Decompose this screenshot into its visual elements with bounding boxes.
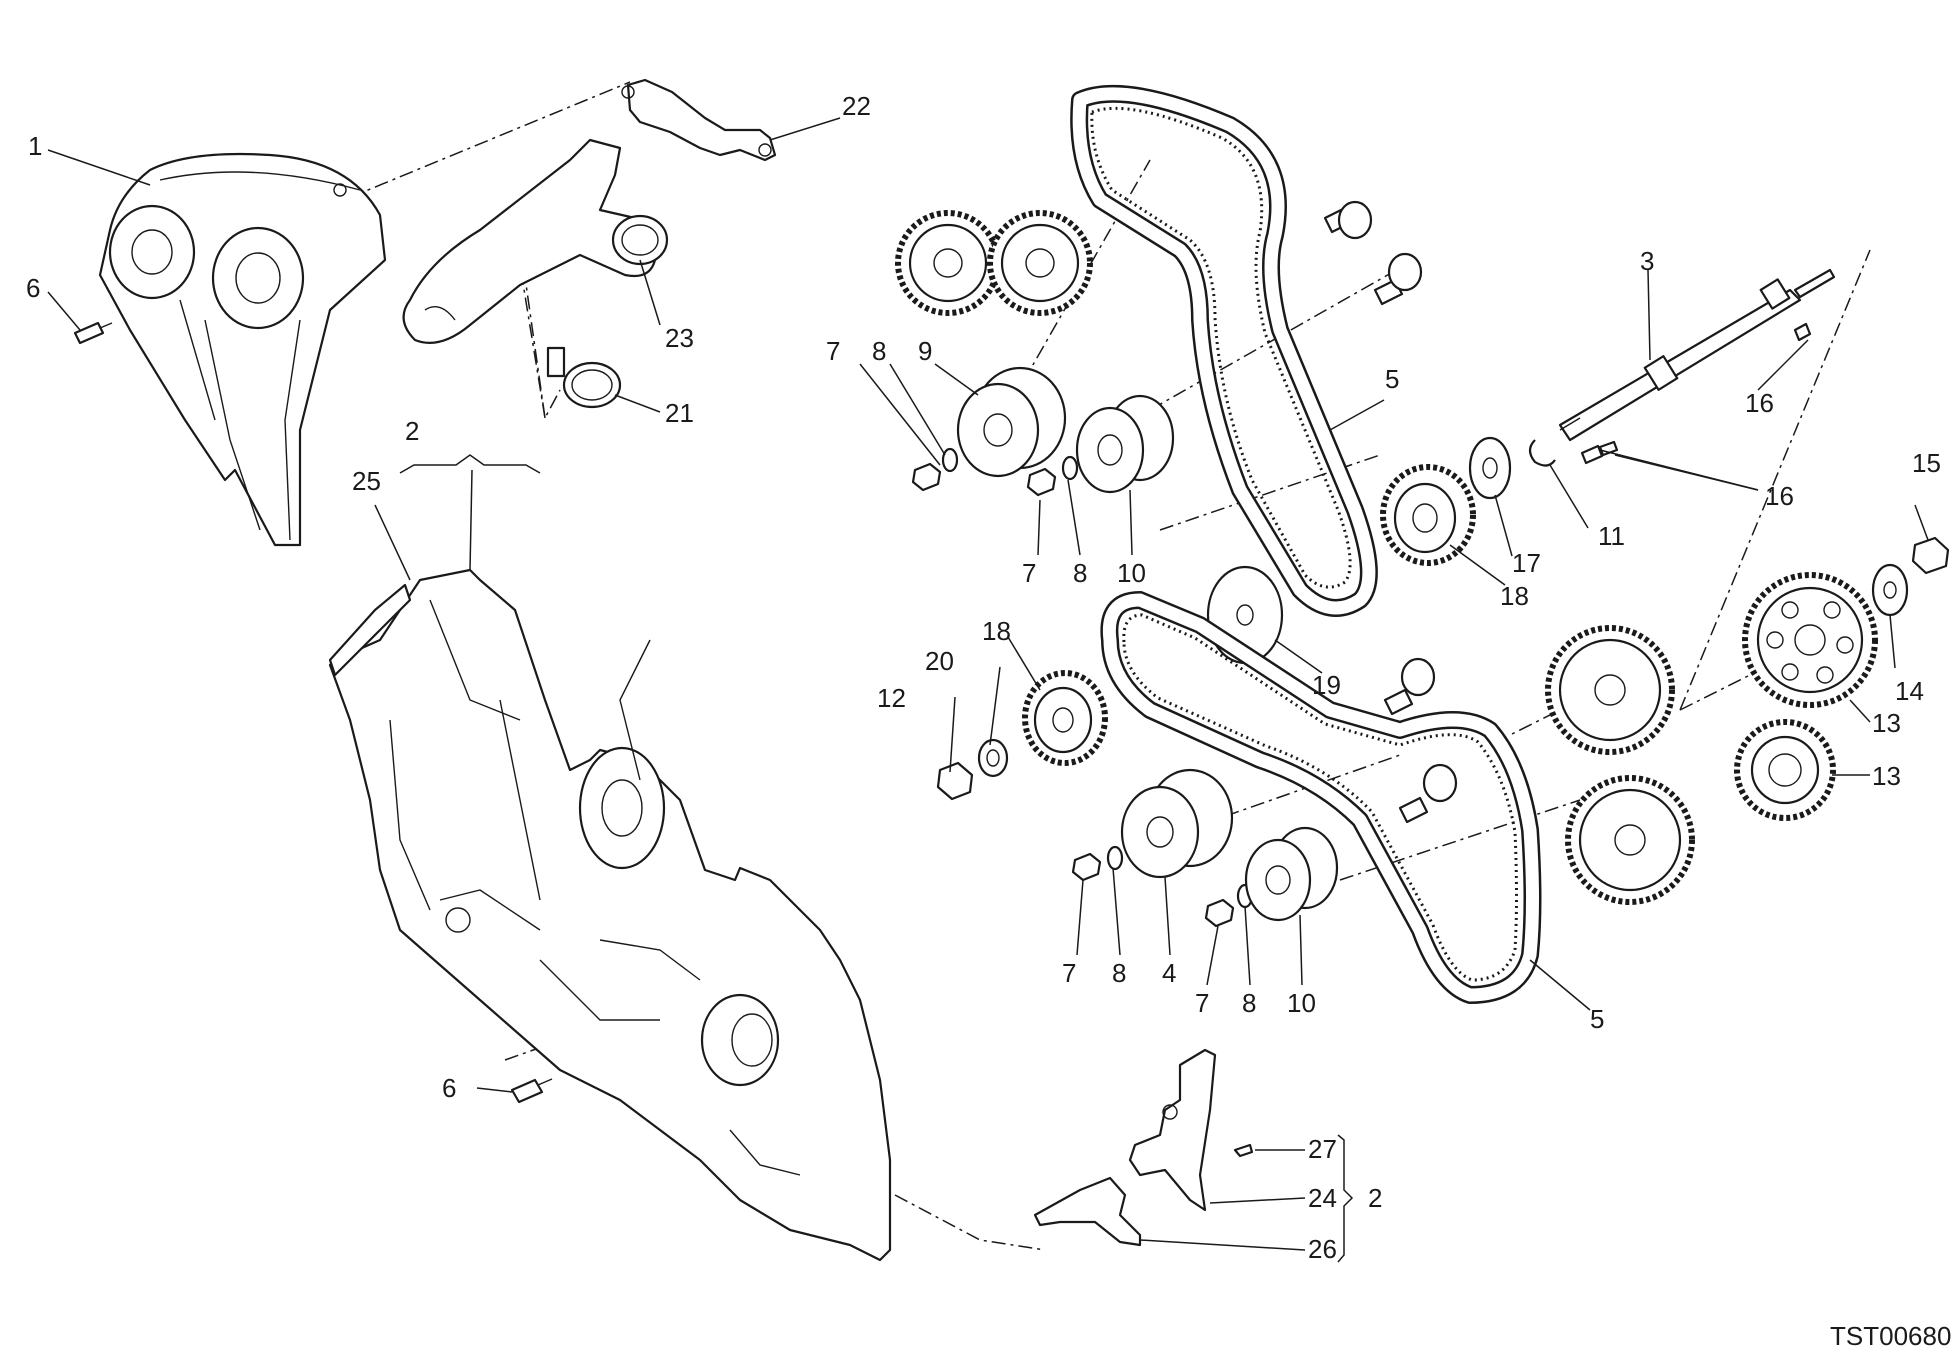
camshaft-3 (1558, 268, 1836, 442)
label-2-top: 2 (405, 416, 419, 446)
label-22: 22 (842, 91, 871, 121)
label-19: 19 (1312, 670, 1341, 700)
guard-bracket (1033, 1048, 1254, 1247)
label-8-a: 8 (872, 336, 886, 366)
lower-cam-pulley-upper (1545, 625, 1675, 755)
idler-pulley-4 (1120, 768, 1234, 879)
washer-8-b (1061, 455, 1079, 481)
label-16-b: 16 (1765, 481, 1794, 511)
label-13-a: 13 (1872, 708, 1901, 738)
bracket-22 (621, 78, 777, 162)
label-17: 17 (1512, 548, 1541, 578)
label-7-b: 7 (1022, 558, 1036, 588)
label-10-upper: 10 (1117, 558, 1146, 588)
label-24: 24 (1308, 1183, 1337, 1213)
nut-15 (1911, 536, 1950, 575)
nut-7-c (1071, 852, 1102, 882)
idler-pulley-9 (956, 366, 1067, 478)
washer-17 (1468, 436, 1512, 500)
upper-timing-cover (98, 152, 387, 547)
label-14: 14 (1895, 676, 1924, 706)
tensioner-bolt-upper-b (1373, 252, 1423, 306)
drive-pulley-18-lower (1022, 670, 1108, 766)
nut-7-a (911, 462, 942, 492)
label-23: 23 (665, 323, 694, 353)
lower-timing-belt (1100, 591, 1542, 1004)
upper-cam-pulley-right (987, 210, 1093, 316)
label-20: 20 (925, 646, 954, 676)
label-5-upper: 5 (1385, 364, 1399, 394)
air-duct-23 (402, 138, 669, 344)
label-3: 3 (1640, 246, 1654, 276)
tensioner-pulley-10-lower (1244, 826, 1339, 922)
label-6-upper: 6 (26, 273, 40, 303)
label-6-lower: 6 (442, 1073, 456, 1103)
key-16-a (1793, 322, 1812, 342)
bolt-6-upper (73, 321, 113, 345)
tensioner-bolt-lower-b (1398, 763, 1458, 824)
label-8-b: 8 (1073, 558, 1087, 588)
tensioner-pulley-10-upper (1075, 394, 1175, 494)
label-21: 21 (665, 398, 694, 428)
drive-pulley-18-upper (1380, 464, 1476, 566)
hose-clamp-21 (546, 346, 622, 409)
label-15: 15 (1912, 448, 1941, 478)
leader-lines (47, 117, 1929, 1263)
callout-labels: 1 6 6 2 25 22 23 21 3 16 16 5 11 17 18 1… (26, 91, 1941, 1264)
circlip-11 (1528, 439, 1556, 467)
tensioner-bolt-upper-a (1323, 200, 1373, 240)
label-5-lower: 5 (1590, 1004, 1604, 1034)
upper-cam-pulley-left (895, 210, 1001, 316)
clip-25 (328, 583, 412, 677)
tensioner-bolt-lower-a (1383, 657, 1436, 716)
label-10-lower: 10 (1287, 988, 1316, 1018)
label-7-c: 7 (1062, 958, 1076, 988)
nut-7-b (1026, 467, 1057, 497)
label-12: 12 (877, 683, 906, 713)
bolt-6-lower (510, 1078, 553, 1104)
lower-cam-pulley-lower (1565, 775, 1695, 905)
nut-7-d (1204, 898, 1235, 928)
label-16-a: 16 (1745, 388, 1774, 418)
washer-8-a (941, 447, 959, 473)
timing-gear-13-small (1734, 719, 1836, 821)
label-18-upper: 18 (1500, 581, 1529, 611)
label-26: 26 (1308, 1234, 1337, 1264)
label-25: 25 (352, 466, 381, 496)
washer-8-c (1106, 845, 1124, 871)
label-4: 4 (1162, 958, 1176, 988)
timing-gear-13-large (1742, 572, 1878, 708)
label-18-lower: 18 (982, 616, 1011, 646)
washer-14 (1871, 563, 1909, 617)
lower-timing-cover (328, 568, 892, 1262)
diagram-code: TST00680 (1830, 1321, 1951, 1351)
washer-20 (977, 738, 1009, 778)
label-8-d: 8 (1242, 988, 1256, 1018)
nut-12 (936, 761, 974, 801)
key-16-b (1580, 444, 1604, 465)
upper-timing-belt (1070, 84, 1378, 617)
label-11: 11 (1598, 521, 1625, 551)
label-7-d: 7 (1195, 988, 1209, 1018)
label-8-c: 8 (1112, 958, 1126, 988)
label-7-a: 7 (826, 336, 840, 366)
label-2-bottom: 2 (1368, 1183, 1382, 1213)
label-13-b: 13 (1872, 761, 1901, 791)
label-27: 27 (1308, 1134, 1337, 1164)
label-1: 1 (28, 131, 42, 161)
label-9: 9 (918, 336, 932, 366)
